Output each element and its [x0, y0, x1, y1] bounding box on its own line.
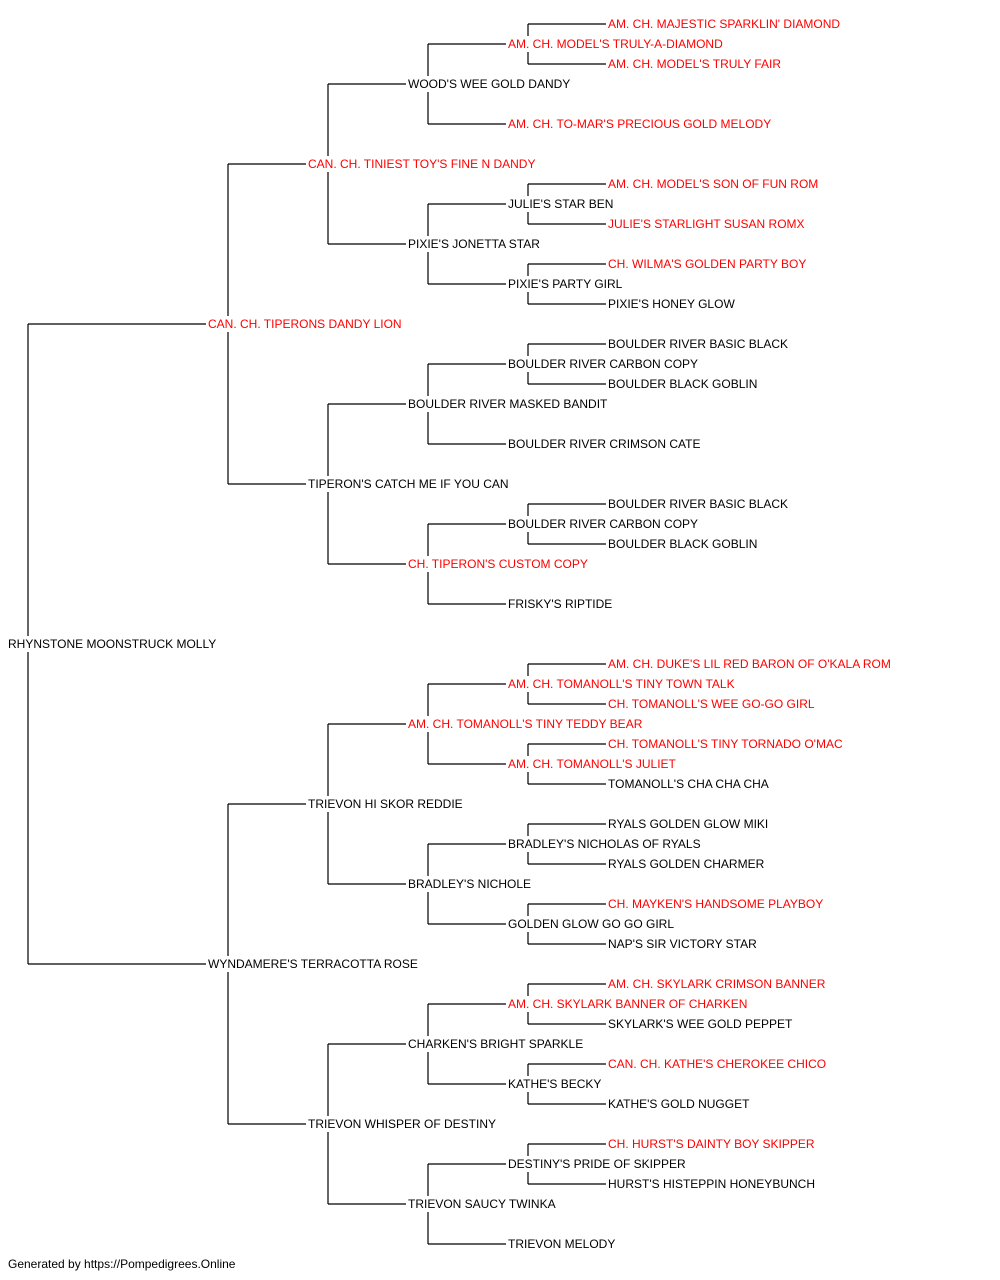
pedigree-name: NAP'S SIR VICTORY STAR: [608, 937, 757, 951]
pedigree-name: JULIE'S STARLIGHT SUSAN ROMX: [608, 217, 805, 231]
pedigree-name: CHARKEN'S BRIGHT SPARKLE: [408, 1037, 583, 1051]
pedigree-name: RYALS GOLDEN CHARMER: [608, 857, 765, 871]
pedigree-name: GOLDEN GLOW GO GO GIRL: [508, 917, 674, 931]
pedigree-name: BOULDER BLACK GOBLIN: [608, 537, 757, 551]
pedigree-name: AM. CH. SKYLARK BANNER OF CHARKEN: [508, 997, 747, 1011]
generated-by-footer: Generated by https://Pompedigrees.Online: [8, 1257, 236, 1271]
pedigree-name: AM. CH. SKYLARK CRIMSON BANNER: [608, 977, 826, 991]
pedigree-name: PIXIE'S HONEY GLOW: [608, 297, 735, 311]
pedigree-name: HURST'S HISTEPPIN HONEYBUNCH: [608, 1177, 815, 1191]
pedigree-name: CAN. CH. KATHE'S CHEROKEE CHICO: [608, 1057, 826, 1071]
pedigree-name: AM. CH. TOMANOLL'S JULIET: [508, 757, 677, 771]
pedigree-name: TRIEVON SAUCY TWINKA: [408, 1197, 556, 1211]
pedigree-name: BOULDER RIVER BASIC BLACK: [608, 497, 788, 511]
pedigree-name: CH. TIPERON'S CUSTOM COPY: [408, 557, 588, 571]
pedigree-name: AM. CH. MODEL'S SON OF FUN ROM: [608, 177, 818, 191]
pedigree-name: JULIE'S STAR BEN: [508, 197, 613, 211]
pedigree-name: FRISKY'S RIPTIDE: [508, 597, 612, 611]
pedigree-name: CAN. CH. TIPERONS DANDY LION: [208, 317, 402, 331]
pedigree-name: TRIEVON MELODY: [508, 1237, 615, 1251]
pedigree-name: CH. TOMANOLL'S WEE GO-GO GIRL: [608, 697, 815, 711]
pedigree-name: BOULDER RIVER MASKED BANDIT: [408, 397, 608, 411]
pedigree-name: AM. CH. TO-MAR'S PRECIOUS GOLD MELODY: [508, 117, 771, 131]
pedigree-name: PIXIE'S PARTY GIRL: [508, 277, 623, 291]
pedigree-name: DESTINY'S PRIDE OF SKIPPER: [508, 1157, 686, 1171]
pedigree-name: CH. HURST'S DAINTY BOY SKIPPER: [608, 1137, 815, 1151]
pedigree-name: BRADLEY'S NICHOLAS OF RYALS: [508, 837, 701, 851]
pedigree-name-labels: RHYNSTONE MOONSTRUCK MOLLY CAN. CH. TIPER…: [8, 17, 891, 1251]
pedigree-name: AM. CH. TOMANOLL'S TINY TEDDY BEAR: [408, 717, 643, 731]
pedigree-name: TRIEVON HI SKOR REDDIE: [308, 797, 463, 811]
pedigree-name: KATHE'S BECKY: [508, 1077, 601, 1091]
pedigree-name: PIXIE'S JONETTA STAR: [408, 237, 540, 251]
pedigree-name: CH. TOMANOLL'S TINY TORNADO O'MAC: [608, 737, 843, 751]
pedigree-name: WOOD'S WEE GOLD DANDY: [408, 77, 570, 91]
pedigree-name: BOULDER RIVER CRIMSON CATE: [508, 437, 700, 451]
pedigree-name: CAN. CH. TINIEST TOY'S FINE N DANDY: [308, 157, 535, 171]
pedigree-name: CH. WILMA'S GOLDEN PARTY BOY: [608, 257, 806, 271]
pedigree-name: BRADLEY'S NICHOLE: [408, 877, 531, 891]
pedigree-name: AM. CH. MAJESTIC SPARKLIN' DIAMOND: [608, 17, 840, 31]
pedigree-name: KATHE'S GOLD NUGGET: [608, 1097, 750, 1111]
pedigree-name: TIPERON'S CATCH ME IF YOU CAN: [308, 477, 509, 491]
pedigree-name: AM. CH. MODEL'S TRULY FAIR: [608, 57, 781, 71]
pedigree-name: CH. MAYKEN'S HANDSOME PLAYBOY: [608, 897, 823, 911]
pedigree-connector-lines: [27, 23, 606, 1245]
pedigree-name: RHYNSTONE MOONSTRUCK MOLLY: [8, 637, 216, 651]
pedigree-name: TRIEVON WHISPER OF DESTINY: [308, 1117, 496, 1131]
pedigree-name: BOULDER RIVER CARBON COPY: [508, 517, 698, 531]
pedigree-name: SKYLARK'S WEE GOLD PEPPET: [608, 1017, 793, 1031]
pedigree-name: RYALS GOLDEN GLOW MIKI: [608, 817, 768, 831]
pedigree-name: BOULDER RIVER CARBON COPY: [508, 357, 698, 371]
pedigree-name: BOULDER RIVER BASIC BLACK: [608, 337, 788, 351]
pedigree-name: BOULDER BLACK GOBLIN: [608, 377, 757, 391]
pedigree-name: WYNDAMERE'S TERRACOTTA ROSE: [208, 957, 418, 971]
pedigree-name: AM. CH. MODEL'S TRULY-A-DIAMOND: [508, 37, 723, 51]
pedigree-name: AM. CH. DUKE'S LIL RED BARON OF O'KALA R…: [608, 657, 891, 671]
pedigree-name: AM. CH. TOMANOLL'S TINY TOWN TALK: [508, 677, 735, 691]
pedigree-name: TOMANOLL'S CHA CHA CHA: [608, 777, 769, 791]
